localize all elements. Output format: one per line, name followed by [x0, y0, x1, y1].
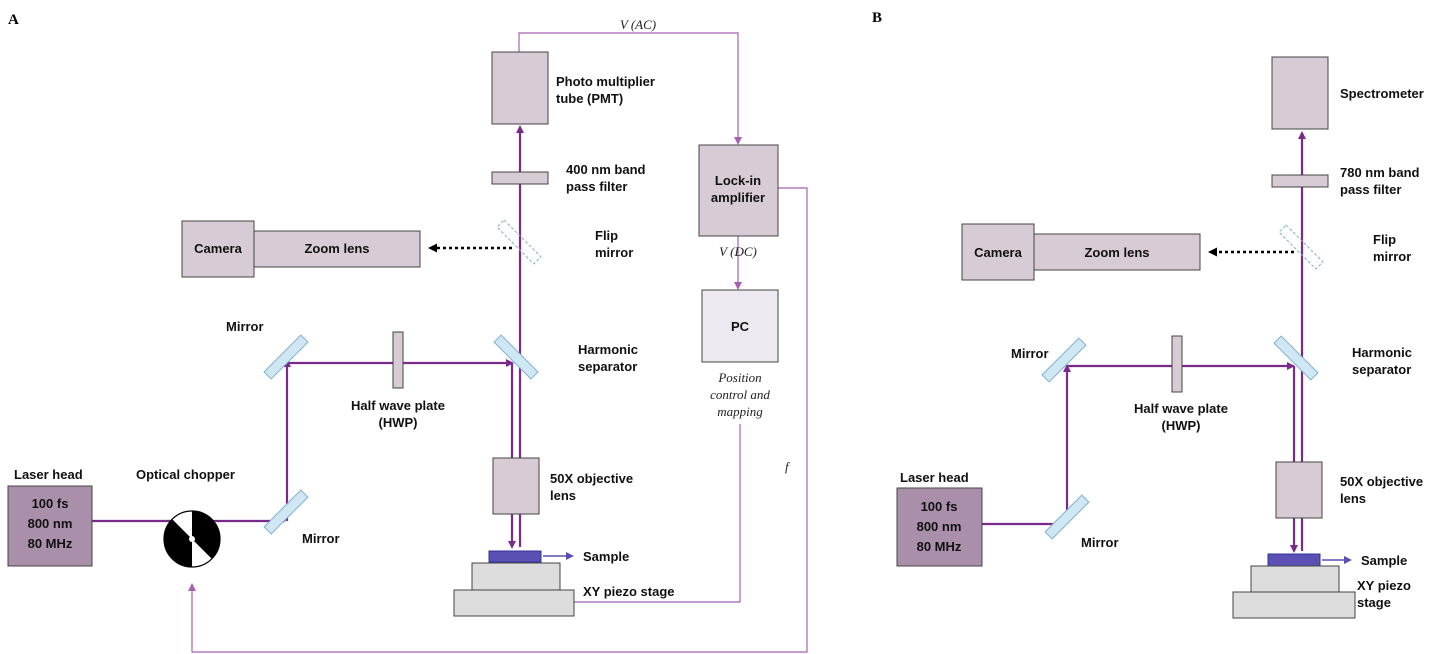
panel-a-signal-lines — [188, 32, 808, 653]
filter-400-icon — [491, 171, 549, 185]
b-mirror-lower-label: Mirror — [1081, 535, 1119, 550]
b-hwp-label-line2: (HWP) — [1162, 418, 1201, 433]
b-sample-label: Sample — [1361, 553, 1407, 568]
laser-spec-3: 80 MHz — [28, 536, 73, 551]
b-stage-label-line2: stage — [1357, 595, 1391, 610]
stage-upper-box — [471, 562, 561, 591]
harmonic-label-line1: Harmonic — [578, 342, 638, 357]
zoom-lens-label: Zoom lens — [304, 241, 369, 256]
lockin-label-line1: Lock-in — [715, 173, 761, 188]
b-mirror-upper-icon — [1041, 337, 1087, 383]
b-spectrometer-box — [1271, 56, 1329, 130]
v-ac-label: V (AC) — [620, 17, 656, 32]
b-filter-label-line2: pass filter — [1340, 182, 1401, 197]
laser-spec-2: 800 nm — [28, 516, 73, 531]
b-zoom-lens-label: Zoom lens — [1084, 245, 1149, 260]
b-sample-icon — [1267, 553, 1321, 567]
stage-lower-box — [453, 589, 575, 617]
objective-lens-box — [492, 457, 540, 515]
b-stage-upper-box — [1250, 565, 1340, 593]
hwp-icon — [392, 331, 404, 389]
filter-label-line2: pass filter — [566, 179, 627, 194]
pc-label: PC — [731, 319, 750, 334]
b-hwp-label-line1: Half wave plate — [1134, 401, 1228, 416]
flip-label-line1: Flip — [595, 228, 618, 243]
mirror-upper-icon — [263, 334, 309, 380]
b-objective-lens-box — [1275, 461, 1323, 519]
laser-head-label: Laser head — [14, 467, 83, 482]
b-filter-label-line1: 780 nm band — [1340, 165, 1420, 180]
b-flip-mirror-icon — [1278, 224, 1324, 270]
b-spectrometer-label: Spectrometer — [1340, 86, 1424, 101]
pc-to-stage-line — [510, 424, 741, 606]
harmonic-label-line2: separator — [578, 359, 637, 374]
b-laser-head-box — [896, 487, 983, 567]
position-label-line2: control and — [710, 387, 770, 402]
lockin-amplifier-box — [698, 144, 779, 237]
flip-label-line2: mirror — [595, 245, 633, 260]
panel-a-letter: A — [8, 12, 19, 28]
sample-label: Sample — [583, 549, 629, 564]
b-objective-label-line2: lens — [1340, 491, 1366, 506]
optical-chopper-label: Optical chopper — [136, 467, 235, 482]
b-laser-spec-2: 800 nm — [917, 519, 962, 534]
flip-mirror-icon — [496, 219, 542, 265]
b-zoom-lens-box — [1033, 233, 1201, 271]
harmonic-separator-icon — [493, 334, 539, 380]
mirror-lower-label: Mirror — [302, 531, 340, 546]
panel-a: A Laser head 100 fs 800 nm 80 MHz Optica… — [7, 12, 808, 653]
b-mirror-upper-label: Mirror — [1011, 346, 1049, 361]
pmt-label-line2: tube (PMT) — [556, 91, 623, 106]
b-laser-spec-1: 100 fs — [921, 499, 958, 514]
b-harmonic-label-line2: separator — [1352, 362, 1411, 377]
lockin-label-line2: amplifier — [711, 190, 765, 205]
hwp-label-line2: (HWP) — [379, 415, 418, 430]
b-laser-spec-3: 80 MHz — [917, 539, 962, 554]
b-mirror-lower-icon — [1044, 494, 1090, 540]
b-objective-label-line1: 50X objective — [1340, 474, 1423, 489]
pmt-label-line1: Photo multiplier — [556, 74, 655, 89]
b-stage-lower-box — [1232, 591, 1356, 619]
laser-head-box — [7, 485, 93, 567]
stage-label: XY piezo stage — [583, 584, 675, 599]
frequency-label: f — [785, 459, 791, 474]
b-harmonic-separator-icon — [1273, 335, 1319, 381]
objective-label-line2: lens — [550, 488, 576, 503]
mirror-upper-label: Mirror — [226, 319, 264, 334]
b-hwp-icon — [1171, 335, 1183, 393]
pmt-box — [491, 51, 549, 125]
b-laser-head-label: Laser head — [900, 470, 969, 485]
panel-b-letter: B — [872, 10, 882, 26]
b-filter-780-icon — [1271, 174, 1329, 188]
mirror-lower-icon — [263, 489, 309, 535]
panel-a-beam — [92, 125, 524, 549]
optical-chopper-icon — [163, 510, 221, 568]
panel-b: B Laser head 100 fs 800 nm 80 MHz Mirror… — [872, 10, 1424, 619]
objective-label-line1: 50X objective — [550, 471, 633, 486]
hwp-label-line1: Half wave plate — [351, 398, 445, 413]
position-label-line1: Position — [717, 370, 761, 385]
sample-icon — [488, 550, 542, 563]
filter-label-line1: 400 nm band — [566, 162, 646, 177]
pmt-to-lockin-line — [518, 32, 742, 145]
b-flip-label-line2: mirror — [1373, 249, 1411, 264]
panel-b-beam — [982, 131, 1306, 553]
lockin-to-chopper-line — [188, 187, 808, 653]
v-dc-label: V (DC) — [719, 244, 757, 259]
b-stage-label-line1: XY piezo — [1357, 578, 1411, 593]
pc-box — [701, 289, 779, 363]
camera-label: Camera — [194, 241, 242, 256]
position-label-line3: mapping — [717, 404, 763, 419]
b-flip-label-line1: Flip — [1373, 232, 1396, 247]
zoom-lens-box — [253, 230, 421, 268]
b-harmonic-label-line1: Harmonic — [1352, 345, 1412, 360]
b-camera-label: Camera — [974, 245, 1022, 260]
laser-spec-1: 100 fs — [32, 496, 69, 511]
